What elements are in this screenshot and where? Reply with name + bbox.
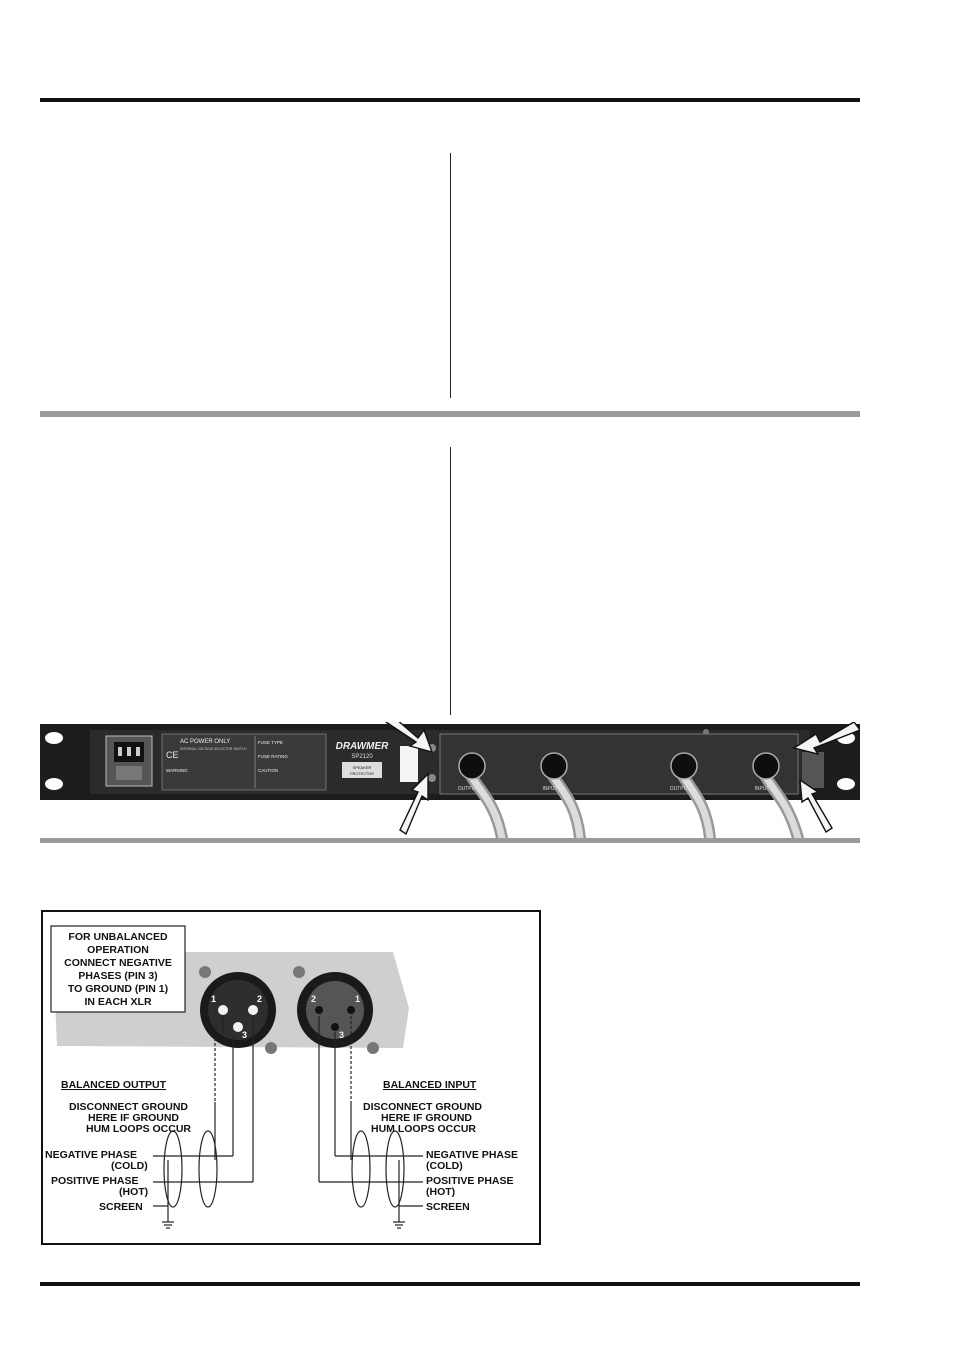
pos-phase-left: POSITIVE PHASE [51, 1175, 139, 1187]
disconnect-left-line-2: HERE IF GROUND [88, 1112, 179, 1124]
note-line-3: CONNECT NEGATIVE [64, 957, 172, 969]
caution-label: CAUTION [258, 768, 278, 773]
protector-label: PROTECTOR [350, 772, 374, 776]
input-pin-1 [347, 1006, 355, 1014]
jack-cover-plate [439, 733, 799, 795]
arrow-right-top [792, 722, 860, 756]
blank-slot [400, 746, 418, 782]
jack-output-2-label: OUTPUT [670, 786, 691, 792]
input-pin-1-label: 1 [355, 994, 360, 1004]
disconnect-right-line-2: HERE IF GROUND [381, 1112, 472, 1124]
disconnect-right-line-1: DISCONNECT GROUND [363, 1101, 482, 1113]
disconnect-left-line-1: DISCONNECT GROUND [69, 1101, 188, 1113]
voltage-note: INTERNAL VOLTAGE SELECTOR SWITCH [180, 747, 247, 751]
power-title: AC POWER ONLY [180, 739, 230, 745]
right-bracket [802, 752, 824, 788]
bottom-rule [40, 1282, 860, 1286]
section-rule-1 [40, 411, 860, 417]
neg-phase-right: NEGATIVE PHASE [426, 1149, 518, 1161]
output-pin-1-label: 1 [211, 994, 216, 1004]
power-socket [105, 735, 153, 787]
screen-right: SCREEN [426, 1201, 470, 1213]
output-pin-3-label: 3 [242, 1030, 247, 1040]
column-divider-upper [450, 153, 451, 398]
column-divider-lower [450, 447, 451, 715]
disconnect-left-line-3: HUM LOOPS OCCUR [86, 1123, 191, 1135]
disconnect-right-line-3: HUM LOOPS OCCUR [371, 1123, 476, 1135]
arrow-bottom-left [399, 772, 429, 836]
note-line-5: TO GROUND (PIN 1) [68, 983, 168, 995]
note-line-2: OPERATION [87, 944, 149, 956]
cold-right: (COLD) [426, 1160, 463, 1172]
jack-output-1-label: OUTPUT [458, 786, 479, 792]
speaker-protector-badge [342, 762, 382, 778]
note-line-4: PHASES (PIN 3) [78, 970, 157, 982]
output-pin-1 [218, 1005, 228, 1015]
neg-phase-left: NEGATIVE PHASE [45, 1149, 137, 1161]
xlr-wiring-diagram: FOR UNBALANCED OPERATION CONNECT NEGATIV… [41, 910, 541, 1245]
pointer-arrows [384, 722, 860, 836]
balanced-input-label: BALANCED INPUT [383, 1079, 477, 1091]
input-wires [318, 1016, 423, 1229]
screen-left: SCREEN [99, 1201, 143, 1213]
label-plate: AC POWER ONLY INTERNAL VOLTAGE SELECTOR … [161, 733, 327, 791]
jack-input-1-label: INPUT [543, 786, 558, 792]
input-pin-2-label: 2 [311, 994, 316, 1004]
output-pin-3 [233, 1022, 243, 1032]
rack-ear-hole-right-bottom [837, 778, 855, 790]
jack-input-2 [752, 752, 780, 780]
arrow-right-bottom [799, 778, 833, 834]
xlr-input-connector: 1 2 3 [293, 966, 379, 1054]
brand-name: DRAWMER [336, 741, 390, 752]
output-wires [153, 1016, 254, 1229]
hot-right: (HOT) [426, 1186, 455, 1198]
input-pin-3-label: 3 [339, 1030, 344, 1040]
note-line-1: FOR UNBALANCED [68, 931, 168, 943]
jack-output-1 [458, 752, 486, 780]
output-pin-2 [248, 1005, 258, 1015]
pos-phase-right: POSITIVE PHASE [426, 1175, 514, 1187]
fuse-rating-label: FUSE RATING [258, 754, 288, 759]
rack-ear-hole-left-bottom [45, 778, 63, 790]
section-rule-2 [40, 838, 860, 843]
model-number: SP2120 [351, 754, 373, 760]
fuse-type-label: FUSE TYPE [258, 740, 283, 745]
note-line-6: IN EACH XLR [84, 996, 152, 1008]
arrow-top-left [384, 722, 434, 754]
top-rule [40, 98, 860, 102]
cold-left: (COLD) [111, 1160, 148, 1172]
input-pin-3 [331, 1023, 339, 1031]
note-box [50, 925, 186, 1013]
input-pin-2 [315, 1006, 323, 1014]
balanced-output-label: BALANCED OUTPUT [61, 1079, 167, 1091]
jack-input-2-label: INPUT [755, 786, 770, 792]
panel-screw-bottom-left [428, 774, 436, 782]
jack-input-1 [540, 752, 568, 780]
speaker-label: SPEAKER [353, 765, 372, 770]
output-pin-2-label: 2 [257, 994, 262, 1004]
warning-head: WARNING [166, 768, 188, 773]
rear-panel-illustration: AC POWER ONLY INTERNAL VOLTAGE SELECTOR … [40, 722, 860, 838]
hot-left: (HOT) [119, 1186, 148, 1198]
ce-mark: CE [166, 750, 179, 760]
rack-ear-hole-left-top [45, 732, 63, 744]
jack-output-2 [670, 752, 698, 780]
